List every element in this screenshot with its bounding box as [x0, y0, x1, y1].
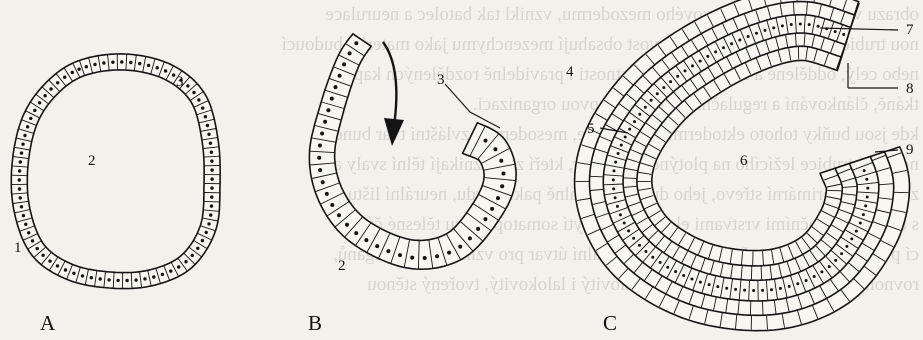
label-c-8: 8 — [906, 81, 914, 97]
label-a-3: 3 — [176, 74, 184, 90]
label-b-3: 3 — [437, 72, 445, 88]
label-a-2: 2 — [88, 153, 96, 169]
label-c-7: 7 — [906, 22, 914, 38]
invagination-arrow — [383, 42, 404, 146]
panel-a-blastula — [11, 54, 220, 289]
label-c-6: 6 — [740, 153, 748, 169]
panel-label-c: C — [603, 311, 617, 335]
label-a-1: 1 — [14, 240, 22, 256]
leader-3b — [445, 84, 500, 128]
panel-b-invagination — [309, 34, 516, 270]
panel-label-a: A — [40, 311, 56, 335]
label-b-2: 2 — [338, 258, 346, 274]
label-c-9: 9 — [906, 142, 914, 158]
label-c-5: 5 — [587, 121, 595, 137]
panel-label-b: B — [308, 311, 322, 335]
label-c-4: 4 — [566, 64, 574, 80]
